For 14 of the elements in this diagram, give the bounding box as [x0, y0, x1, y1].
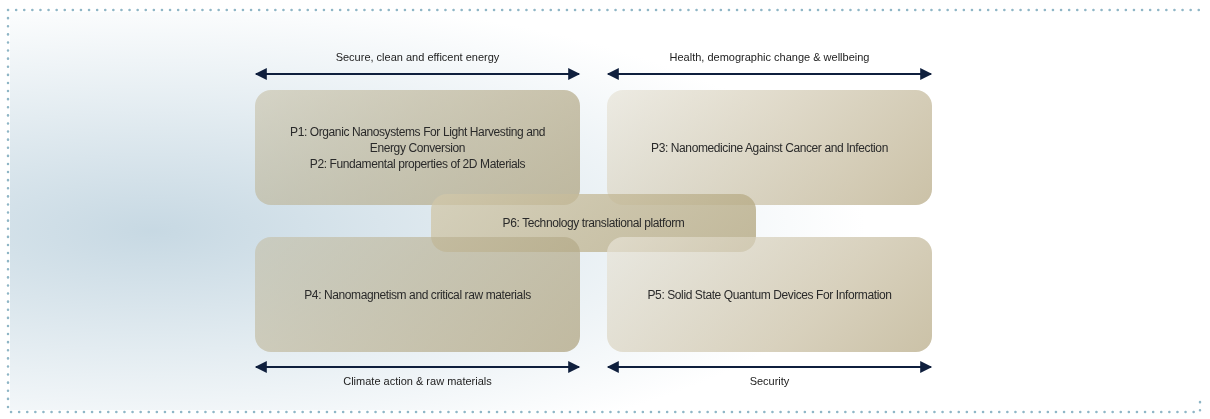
- project-box: [255, 90, 580, 205]
- project-title: P2: Fundamental properties of 2D Materials: [309, 155, 526, 172]
- theme-label: Security: [748, 375, 791, 387]
- project-title: P4: Nanomagnetism and critical raw materials: [304, 286, 531, 303]
- project-title: P5: Solid State Quantum Devices For Information: [647, 286, 892, 303]
- theme-label: Secure, clean and efficent energy: [334, 51, 501, 63]
- project-box: [607, 237, 932, 352]
- project-box: [255, 237, 580, 352]
- theme-label: Climate action & raw materials: [342, 375, 493, 387]
- project-box: [607, 90, 932, 205]
- project-title: P6: Technology translational platform: [502, 215, 685, 231]
- theme-label: Health, demographic change & wellbeing: [668, 51, 871, 63]
- project-title: P3: Nanomedicine Against Cancer and Infection: [651, 139, 888, 156]
- project-title: P1: Organic Nanosystems For Light Harvesting and Energy Conversion: [289, 123, 546, 156]
